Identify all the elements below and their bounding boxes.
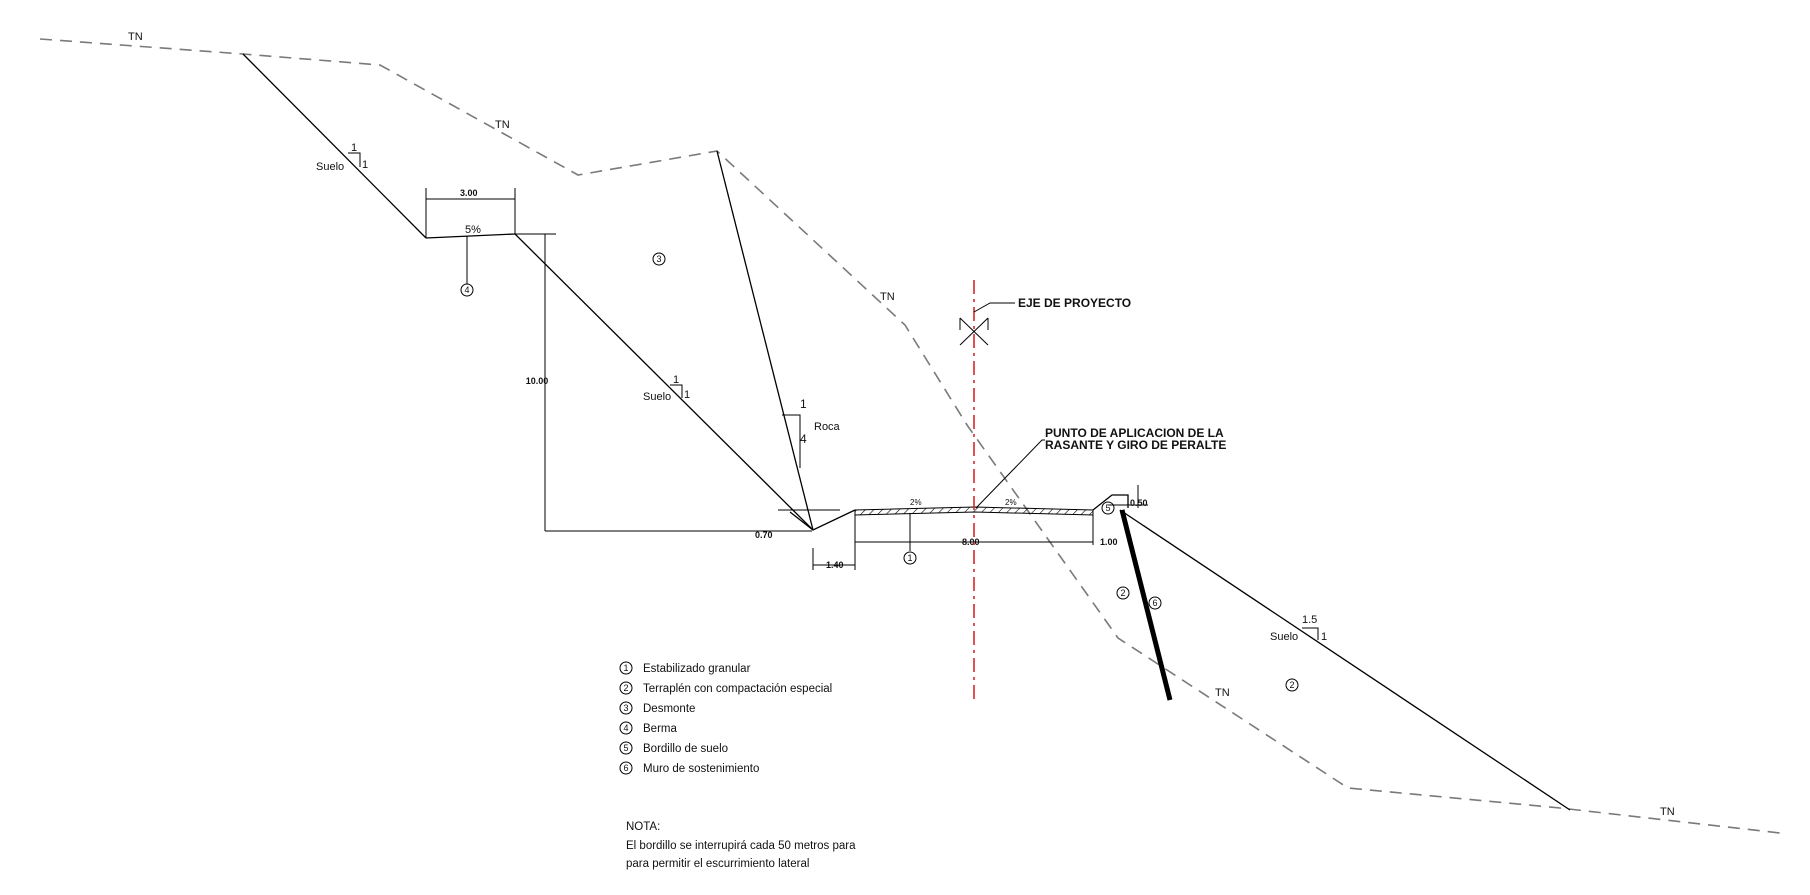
legend-marker-4 [619, 721, 633, 735]
marker-2-num-b: 2 [1289, 680, 1294, 690]
tn-label-5: TN [1660, 806, 1675, 818]
point-label-1: PUNTO DE APLICACION DE LA [1045, 426, 1224, 440]
marker-5-num: 5 [1105, 503, 1110, 513]
berm-surface [425, 233, 516, 239]
legend-marker-6 [619, 761, 633, 775]
fill-slope [1119, 509, 1571, 811]
marker-6-circle [1148, 596, 1162, 610]
legend-marker-5 [619, 741, 633, 755]
tn-label-3: TN [880, 291, 895, 303]
berm-width-label: 3.00 [460, 188, 478, 198]
legend-label-5: Bordillo de suelo [643, 743, 728, 755]
curb-width-label: 0.50 [1130, 498, 1148, 508]
rock-slope-h: 4 [800, 432, 807, 446]
legend-number-3: 3 [623, 703, 628, 713]
note-line-1: El bordillo se interrupirá cada 50 metro… [626, 840, 856, 852]
rock-material: Roca [814, 421, 841, 433]
marker-4-num: 4 [464, 285, 469, 295]
ditch-width-label: 1.40 [826, 560, 844, 570]
lower-slope-material: Suelo [643, 391, 671, 403]
curb-profile [1092, 494, 1129, 511]
curb-height-label: 1.00 [1100, 537, 1118, 547]
upper-cut-slope [242, 53, 427, 239]
legend-marker-2 [619, 681, 633, 695]
legend-label-2: Terraplén con compactación especial [643, 683, 832, 695]
note-line-2: para permitir el escurrimiento lateral [626, 858, 809, 870]
legend-number-1: 1 [623, 663, 628, 673]
legend-label-1: Estabilizado granular [643, 663, 751, 675]
rock-slope [716, 150, 814, 531]
fill-slope-material: Suelo [1270, 631, 1298, 643]
tn-label-4: TN [1215, 687, 1230, 699]
fill-slope-v: 1.5 [1302, 614, 1317, 626]
legend-label-4: Berma [643, 723, 677, 735]
legend-number-2: 2 [623, 683, 628, 693]
marker-3-circle [652, 252, 666, 266]
marker-2-circle-a [1116, 586, 1130, 600]
legend-marker-3 [619, 701, 633, 715]
ditch-depth-label: 0.70 [755, 530, 773, 540]
lower-cut-slope [514, 233, 814, 531]
marker-3-num: 3 [656, 254, 661, 264]
crown-left-label: 2% [910, 498, 922, 507]
natural-terrain-line [39, 38, 1781, 834]
road-width-label: 8.00 [962, 537, 980, 547]
marker-2-circle-b [1285, 678, 1299, 692]
upper-slope-v: 1 [351, 142, 357, 154]
axis-label: EJE DE PROYECTO [1018, 296, 1131, 310]
marker-6-num: 6 [1152, 598, 1157, 608]
point-label-2: RASANTE Y GIRO DE PERALTE [1045, 438, 1226, 452]
upper-slope-triangle [348, 152, 361, 167]
legend: 1 Estabilizado granular 2 Terraplén con com… [619, 661, 832, 775]
legend-number-5: 5 [623, 743, 628, 753]
lower-slope-triangle [670, 384, 683, 398]
retaining-wall [1119, 509, 1173, 701]
axis-symbol-b [959, 317, 989, 346]
marker-4-circle [460, 283, 474, 297]
lower-slope-h: 1 [684, 389, 690, 401]
tn-label-1: TN [128, 31, 143, 43]
legend-number-6: 6 [623, 763, 628, 773]
note-title: NOTA: [626, 821, 660, 833]
ditch-profile [789, 509, 856, 531]
fill-slope-h: 1 [1321, 631, 1327, 643]
axis-leader [973, 302, 1015, 313]
crown-right-label: 2% [1005, 498, 1017, 507]
legend-label-6: Muro de sostenimiento [643, 763, 759, 775]
upper-slope-material: Suelo [316, 161, 344, 173]
lower-slope-v: 1 [673, 374, 679, 386]
legend-number-4: 4 [623, 723, 628, 733]
marker-2-num-a: 2 [1120, 588, 1125, 598]
marker-1-circle [903, 551, 917, 565]
marker-5-circle [1101, 501, 1115, 515]
legend-label-3: Desmonte [643, 703, 695, 715]
upper-slope-h: 1 [362, 159, 368, 171]
fill-slope-triangle [1302, 627, 1319, 640]
tn-label-2: TN [495, 119, 510, 131]
berm-slope-label: 5% [465, 224, 481, 236]
legend-marker-1 [619, 661, 633, 675]
marker-1-num: 1 [907, 553, 912, 563]
cut-height-label: 10.00 [526, 376, 549, 386]
rock-slope-v: 1 [800, 397, 807, 411]
rock-slope-triangle [782, 414, 801, 468]
point-leader [975, 439, 1045, 509]
